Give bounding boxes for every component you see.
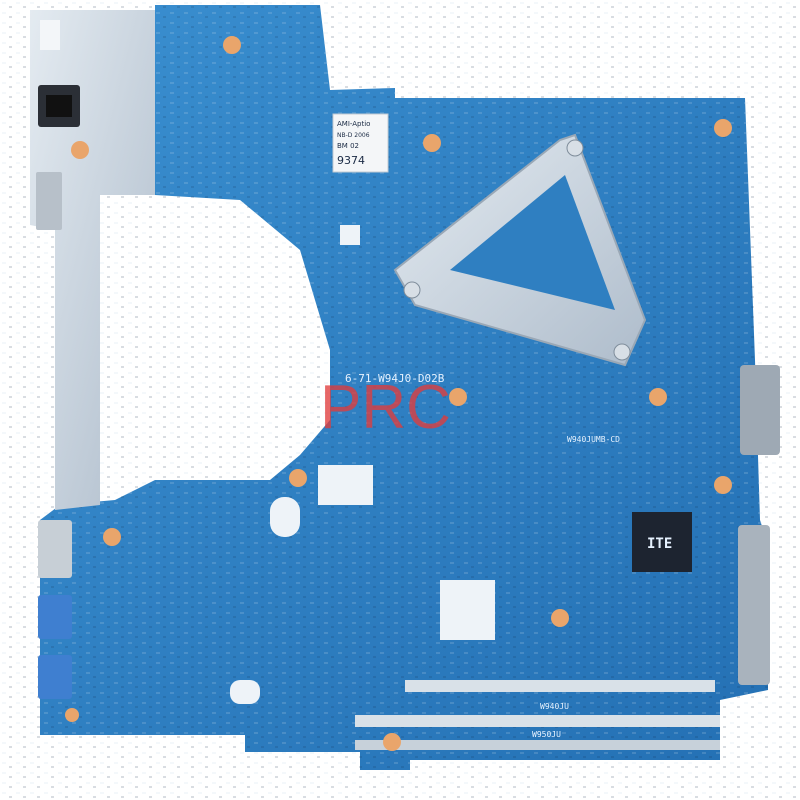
ite-chip [632,512,692,572]
ram-slot-1 [405,680,715,692]
ram-slot-3 [355,740,720,750]
pad [270,497,300,537]
ram-slot-2 [355,715,720,727]
hdmi-port [38,520,72,578]
screw-icon [566,139,584,157]
pad [440,580,495,640]
sticker-line-4: 9374 [337,154,365,167]
usb-port-2 [38,655,72,699]
pad [340,225,360,245]
ethernet-port-inner [46,95,72,117]
odd-connector [738,525,770,685]
model-label-bottom-2: W950JU [532,730,561,739]
screw-icon [613,343,631,361]
sticker-line-1: AMI-Aptio [337,120,370,128]
sticker-line-2: NB-D 2006 [337,132,370,139]
bracket-tab [40,20,60,50]
screw-icon [403,281,421,299]
chip-brand: ITE [647,536,672,552]
model-label-bottom-1: W940JU [540,702,569,711]
watermark-text: PRC [320,373,451,442]
mounting-holes [65,36,732,751]
vga-port [36,172,62,230]
sticker-line-3: BM 02 [337,142,359,150]
bios-sticker [332,113,389,173]
pad [230,680,260,704]
part-number-label: 6-71-W94J0-D02B [345,372,445,385]
model-label-top: W940JUMB-CD [567,435,620,444]
heatsink-window [450,175,615,310]
usb-port-1 [38,595,72,639]
pad [318,465,373,505]
metal-frame-left [30,10,155,510]
sata-connector [740,365,780,455]
